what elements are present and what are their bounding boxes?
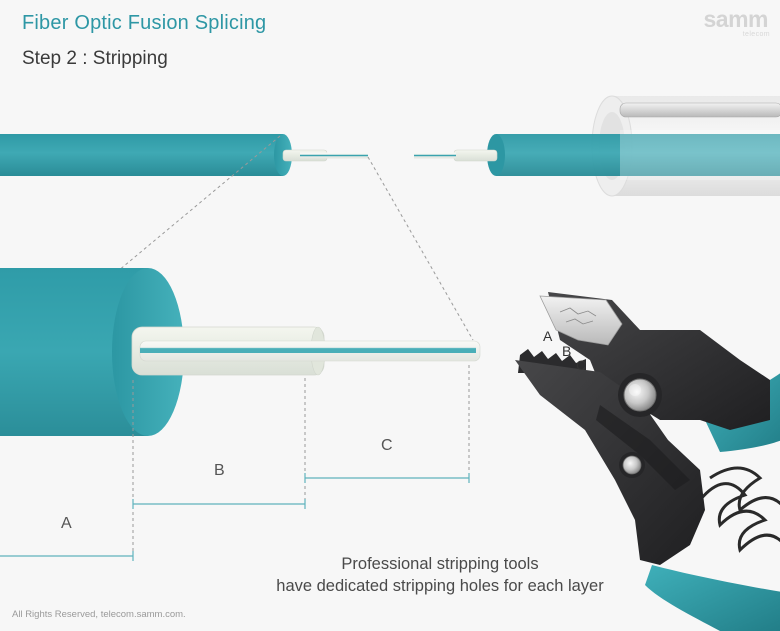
tool-spring [698, 466, 780, 553]
top-right-buffer [453, 149, 498, 162]
caption: Professional stripping tools have dedica… [230, 553, 650, 597]
zoomed-core [140, 348, 476, 353]
top-left-cable [0, 134, 368, 176]
caption-line-1: Professional stripping tools [341, 555, 539, 573]
zoomed-cable [0, 268, 481, 436]
dimension-c-line [304, 473, 470, 483]
samm-logo: samm telecom [692, 6, 774, 38]
page-title: Fiber Optic Fusion Splicing [22, 12, 267, 34]
dimension-a-line [0, 551, 134, 561]
tool-hole-b-label: B [562, 343, 572, 359]
tool-hole-c-label: C [576, 357, 587, 373]
copyright-footer: All Rights Reserved, telecom.samm.com. [12, 609, 186, 620]
dimension-b-line [132, 499, 306, 509]
dimension-c-label: C [381, 437, 393, 454]
tool-lower-jaw [515, 360, 705, 565]
tool-small-bolt [619, 452, 645, 478]
tool-pivot-bolt [618, 373, 662, 417]
logo-word: samm [703, 6, 769, 32]
stripping-tool [515, 292, 780, 631]
caption-line-2: have dedicated stripping holes for each … [276, 577, 604, 595]
dimension-lines [0, 365, 470, 561]
top-right-cable [414, 95, 780, 197]
dimension-a-label: A [61, 515, 72, 532]
tool-hole-a-label: A [543, 328, 553, 344]
zoom-guides [99, 135, 474, 341]
step-title: Step 2 : Stripping [22, 48, 168, 69]
dimension-b-label: B [214, 462, 225, 479]
tool-blade-plate [539, 295, 623, 346]
splice-steel-rod [619, 102, 780, 118]
tool-lower-handle [645, 565, 780, 631]
logo-sub: telecom [742, 31, 770, 38]
